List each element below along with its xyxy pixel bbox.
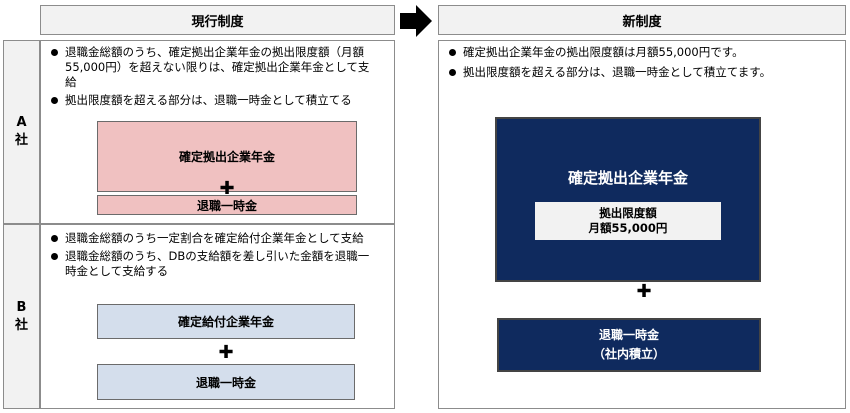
new-lump-sum-sublabel: （社内積立） bbox=[592, 347, 665, 361]
new-lump-sum-label: 退職一時金 bbox=[598, 328, 659, 342]
company-b-lump-sum-label: 退職一時金 bbox=[195, 375, 256, 390]
plus-icon: ✚ bbox=[219, 177, 235, 199]
new-dc-pension-box: 確定拠出企業年金 拠出限度額 月額55,000円 bbox=[495, 117, 761, 282]
company-a-bullet-1: 退職金総額のうち、確定拠出企業年金の拠出限度額（月額55,000円）を超えない限… bbox=[49, 45, 379, 90]
contribution-limit-box: 拠出限度額 月額55,000円 bbox=[535, 202, 721, 240]
company-a-bullet-2: 拠出限度額を超える部分は、退職一時金として積立てる bbox=[49, 93, 379, 108]
new-dc-pension-label: 確定拠出企業年金 bbox=[567, 169, 688, 187]
company-b-db-pension-label: 確定給付企業年金 bbox=[177, 315, 274, 329]
company-b-label-line1: B bbox=[16, 299, 27, 315]
company-a-lump-sum-label: 退職一時金 bbox=[196, 198, 257, 213]
new-system-title: 新制度 bbox=[622, 14, 662, 30]
new-system-panel: 確定拠出企業年金の拠出限度額は月額55,000円です。 拠出限度額を超える部分は… bbox=[438, 40, 846, 409]
company-b-label: B 社 bbox=[3, 224, 40, 409]
company-a-label-line2: 社 bbox=[14, 133, 28, 148]
contribution-limit-label: 拠出限度額 bbox=[599, 206, 657, 220]
company-a-dc-pension-box: 確定拠出企業年金 bbox=[97, 121, 357, 192]
company-b-panel: 退職金総額のうち一定割合を確定給付企業年金として支給 退職金総額のうち、DBの支… bbox=[40, 224, 395, 409]
current-system-title: 現行制度 bbox=[191, 14, 244, 30]
right-arrow-icon bbox=[399, 4, 433, 38]
new-bullet-1: 確定拠出企業年金の拠出限度額は月額55,000円です。 bbox=[447, 45, 837, 60]
company-a-label: A 社 bbox=[3, 40, 40, 224]
company-a-dc-pension-label: 確定拠出企業年金 bbox=[178, 150, 275, 164]
company-b-bullet-2: 退職金総額のうち、DBの支給額を差し引いた金額を退職一時金として支給する bbox=[49, 249, 379, 279]
plus-icon: ✚ bbox=[218, 341, 234, 363]
current-system-header: 現行制度 bbox=[40, 5, 395, 35]
new-bullet-2: 拠出限度額を超える部分は、退職一時金として積立てます。 bbox=[447, 65, 837, 80]
company-a-panel: 退職金総額のうち、確定拠出企業年金の拠出限度額（月額55,000円）を超えない限… bbox=[40, 40, 395, 224]
contribution-limit-amount: 月額55,000円 bbox=[588, 221, 668, 235]
new-system-header: 新制度 bbox=[438, 5, 846, 35]
company-a-lump-sum-box: 退職一時金 bbox=[97, 195, 357, 215]
company-b-label-line2: 社 bbox=[14, 317, 28, 333]
company-b-lump-sum-box: 退職一時金 bbox=[97, 364, 355, 400]
company-a-label-line1: A bbox=[16, 115, 27, 130]
company-b-bullet-1: 退職金総額のうち一定割合を確定給付企業年金として支給 bbox=[49, 231, 379, 246]
plus-icon: ✚ bbox=[636, 280, 652, 302]
company-b-db-pension-box: 確定給付企業年金 bbox=[97, 304, 355, 339]
new-lump-sum-box: 退職一時金 （社内積立） bbox=[497, 318, 761, 372]
